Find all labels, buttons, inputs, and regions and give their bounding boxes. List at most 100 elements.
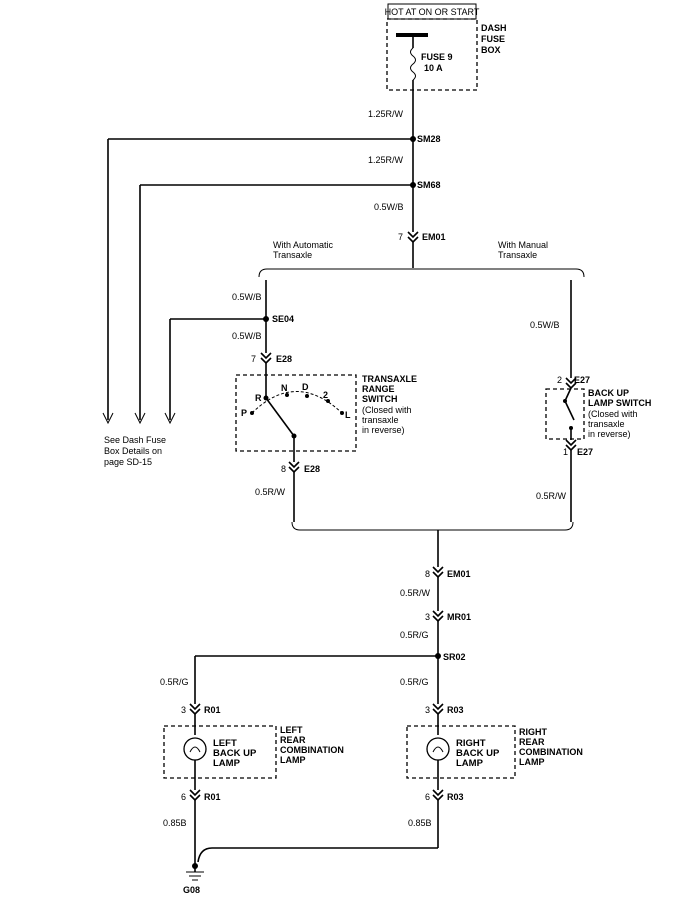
right-lamp-inner-3: LAMP <box>456 758 484 769</box>
branch-manual-2: Transaxle <box>498 250 537 260</box>
left-lamp-inner-1: LEFT <box>213 738 237 749</box>
pin-e27-bottom: 1 <box>563 447 568 457</box>
pin-e28-top: 7 <box>251 354 256 364</box>
label-r03-bottom: R03 <box>447 792 464 802</box>
wire-label-8: 0.5R/W <box>536 491 567 501</box>
pin-r01-bottom: 6 <box>181 792 186 802</box>
pos-r: R <box>255 393 262 403</box>
backup-name-2: LAMP SWITCH <box>588 398 651 408</box>
wire-label-3: 0.5W/B <box>374 202 404 212</box>
right-ground-return <box>197 847 438 863</box>
ground-icon <box>186 871 204 881</box>
label-r01-bottom: R01 <box>204 792 221 802</box>
transaxle-note-2: transaxle <box>362 415 399 425</box>
right-lamp-name-4: LAMP <box>519 757 545 767</box>
wire-label-10: 0.5R/G <box>400 630 429 640</box>
right-lamp-inner-2: BACK UP <box>456 748 500 759</box>
label-em01-top: EM01 <box>422 232 446 242</box>
backup-switch-blade <box>564 400 575 421</box>
fuse-box-name-2: FUSE <box>481 34 505 44</box>
right-lamp-bulb-icon <box>426 737 450 761</box>
pin-e27-top: 2 <box>557 375 562 385</box>
transaxle-note-1: (Closed with <box>362 405 412 415</box>
splice-label-sm28: SM28 <box>417 134 441 144</box>
pin-mr01: 3 <box>425 612 430 622</box>
left-lamp-name-4: LAMP <box>280 755 306 765</box>
wire-label-11: 0.5R/G <box>160 677 189 687</box>
pos-n: N <box>281 383 288 393</box>
fuse-box-name-3: BOX <box>481 45 501 55</box>
left-lamp-inner-2: BACK UP <box>213 748 257 759</box>
wire-label-14: 0.85B <box>408 818 432 828</box>
pin-e28-bottom: 8 <box>281 464 286 474</box>
connector-r03-top <box>432 703 444 716</box>
pin-r01-top: 3 <box>181 705 186 715</box>
branch-manual-1: With Manual <box>498 240 548 250</box>
connector-mr01 <box>432 610 444 623</box>
pos-d: D <box>302 382 309 392</box>
switch-arc <box>251 391 343 414</box>
connector-e28-top <box>260 352 272 365</box>
branch-bracket <box>258 268 585 278</box>
dash-fuse-box <box>386 18 478 91</box>
fuse-label-1: FUSE 9 <box>421 52 453 62</box>
connector-em01-bottom <box>432 566 444 579</box>
connector-r01-bottom <box>189 789 201 802</box>
label-e27-bottom: E27 <box>577 447 593 457</box>
transaxle-name-2: RANGE <box>362 384 395 394</box>
backup-name-1: BACK UP <box>588 388 629 398</box>
right-lamp-name-2: REAR <box>519 737 545 747</box>
fuse-box-name-1: DASH <box>481 23 507 33</box>
left-lamp-box <box>163 725 277 779</box>
branch-auto-1: With Automatic <box>273 240 334 250</box>
ground-label: G08 <box>183 885 200 895</box>
left-lamp-name-3: COMBINATION <box>280 745 344 755</box>
branch-auto-2: Transaxle <box>273 250 312 260</box>
merge-bracket <box>291 521 574 531</box>
pin-em01-bottom: 8 <box>425 569 430 579</box>
wire-label-12: 0.5R/G <box>400 677 429 687</box>
arrow-left-2 <box>134 412 146 425</box>
right-lamp-name-3: COMBINATION <box>519 747 583 757</box>
label-em01-bottom: EM01 <box>447 569 471 579</box>
fuse-note-1: See Dash Fuse <box>104 435 166 445</box>
arrow-left-1 <box>102 412 114 425</box>
backup-note-1: (Closed with <box>588 409 638 419</box>
left-lamp-inner-3: LAMP <box>213 758 241 769</box>
switch-arm <box>265 397 295 437</box>
right-lamp-box <box>406 725 516 779</box>
connector-r03-bottom <box>432 789 444 802</box>
right-lamp-name-1: RIGHT <box>519 727 548 737</box>
right-lamp-inner-1: RIGHT <box>456 738 486 749</box>
wire-label-4: 0.5W/B <box>232 292 262 302</box>
label-r03-top: R03 <box>447 705 464 715</box>
splice-label-sm68: SM68 <box>417 180 441 190</box>
label-e27-top: E27 <box>574 375 590 385</box>
transaxle-note-3: in reverse) <box>362 425 405 435</box>
label-r01-top: R01 <box>204 705 221 715</box>
transaxle-name-1: TRANSAXLE <box>362 374 417 384</box>
connector-r01-top <box>189 703 201 716</box>
wire-label-9: 0.5R/W <box>400 588 431 598</box>
pos-2: 2 <box>323 390 328 400</box>
fuse-symbol <box>410 47 416 81</box>
wire-label-13: 0.85B <box>163 818 187 828</box>
pin-em01-top: 7 <box>398 232 403 242</box>
fuse-label-2: 10 A <box>424 63 443 73</box>
splice-label-se04: SE04 <box>272 314 294 324</box>
pin-r03-bottom: 6 <box>425 792 430 802</box>
label-mr01: MR01 <box>447 612 471 622</box>
backup-lamp-switch-box <box>545 388 585 440</box>
label-e28-bottom: E28 <box>304 464 320 474</box>
left-lamp-bulb-icon <box>183 737 207 761</box>
fuse-note-3: page SD-15 <box>104 457 152 467</box>
wire-label-6: 0.5W/B <box>530 320 560 330</box>
wire-label-5: 0.5W/B <box>232 331 262 341</box>
splice-label-sr02: SR02 <box>443 652 466 662</box>
connector-e28-bottom <box>288 461 300 474</box>
pos-l: L <box>345 410 351 420</box>
connector-em01-top <box>407 231 419 244</box>
fuse-note-2: Box Details on <box>104 446 162 456</box>
backup-note-3: in reverse) <box>588 429 631 439</box>
